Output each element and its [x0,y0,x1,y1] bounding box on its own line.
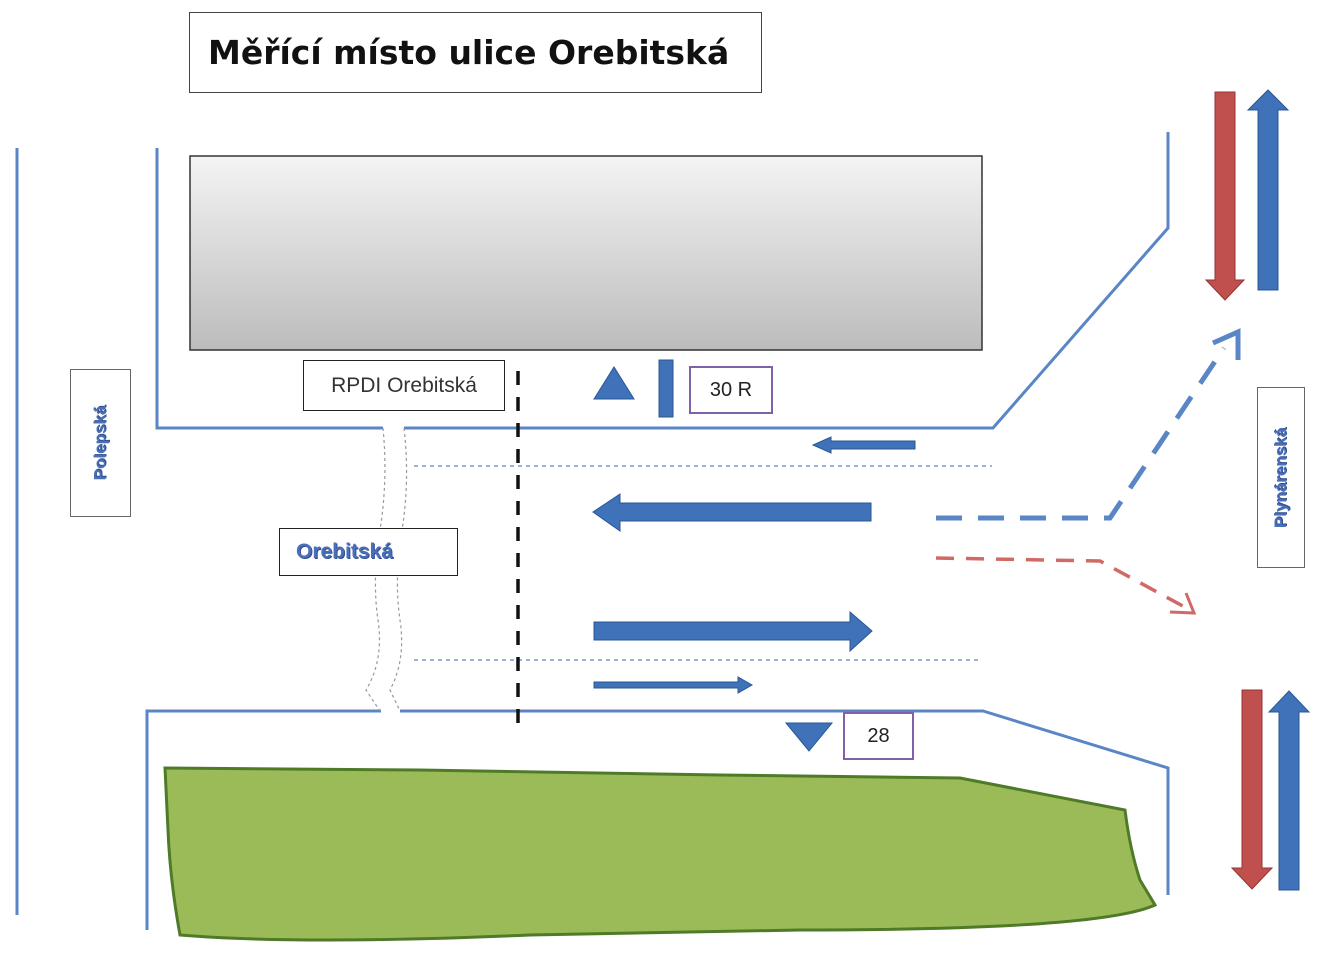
detector-triangle-down [784,722,834,752]
lane-dividers [414,465,992,661]
large-right-arrow [593,610,873,653]
street-label-polepska: Polepská [90,405,110,481]
detector-bar [658,359,674,418]
green-area [163,766,1158,942]
sign-lower: 28 [843,712,914,760]
diagram-title: Měřící místo ulice Orebitská [189,12,762,93]
building [189,155,983,351]
lane-arrows [592,436,916,694]
sign-upper: 30 R [689,366,773,414]
road-edges [15,132,1170,930]
detector-triangle-up [593,366,635,400]
street-label-plynarenska-box: Plynárenská [1257,387,1305,568]
street-label-plynarenska: Plynárenská [1271,427,1290,528]
street-label-orebitska: Orebitská [279,528,458,576]
small-right-arrow [593,676,754,694]
blue-dashed-turn [936,346,1227,521]
red-dashed-turn [935,556,1193,613]
red-down-arrow-top [1204,91,1246,301]
small-left-arrow [811,436,916,454]
turn-flows [935,328,1241,615]
blue-up-arrow-bottom [1267,690,1311,891]
blue-up-arrow-top [1246,89,1290,291]
measuring-point-label: RPDI Orebitská [303,360,505,411]
large-left-arrow [592,493,872,532]
street-label-polepska-box: Polepská [70,369,131,517]
red-down-arrow-bottom [1230,689,1274,890]
